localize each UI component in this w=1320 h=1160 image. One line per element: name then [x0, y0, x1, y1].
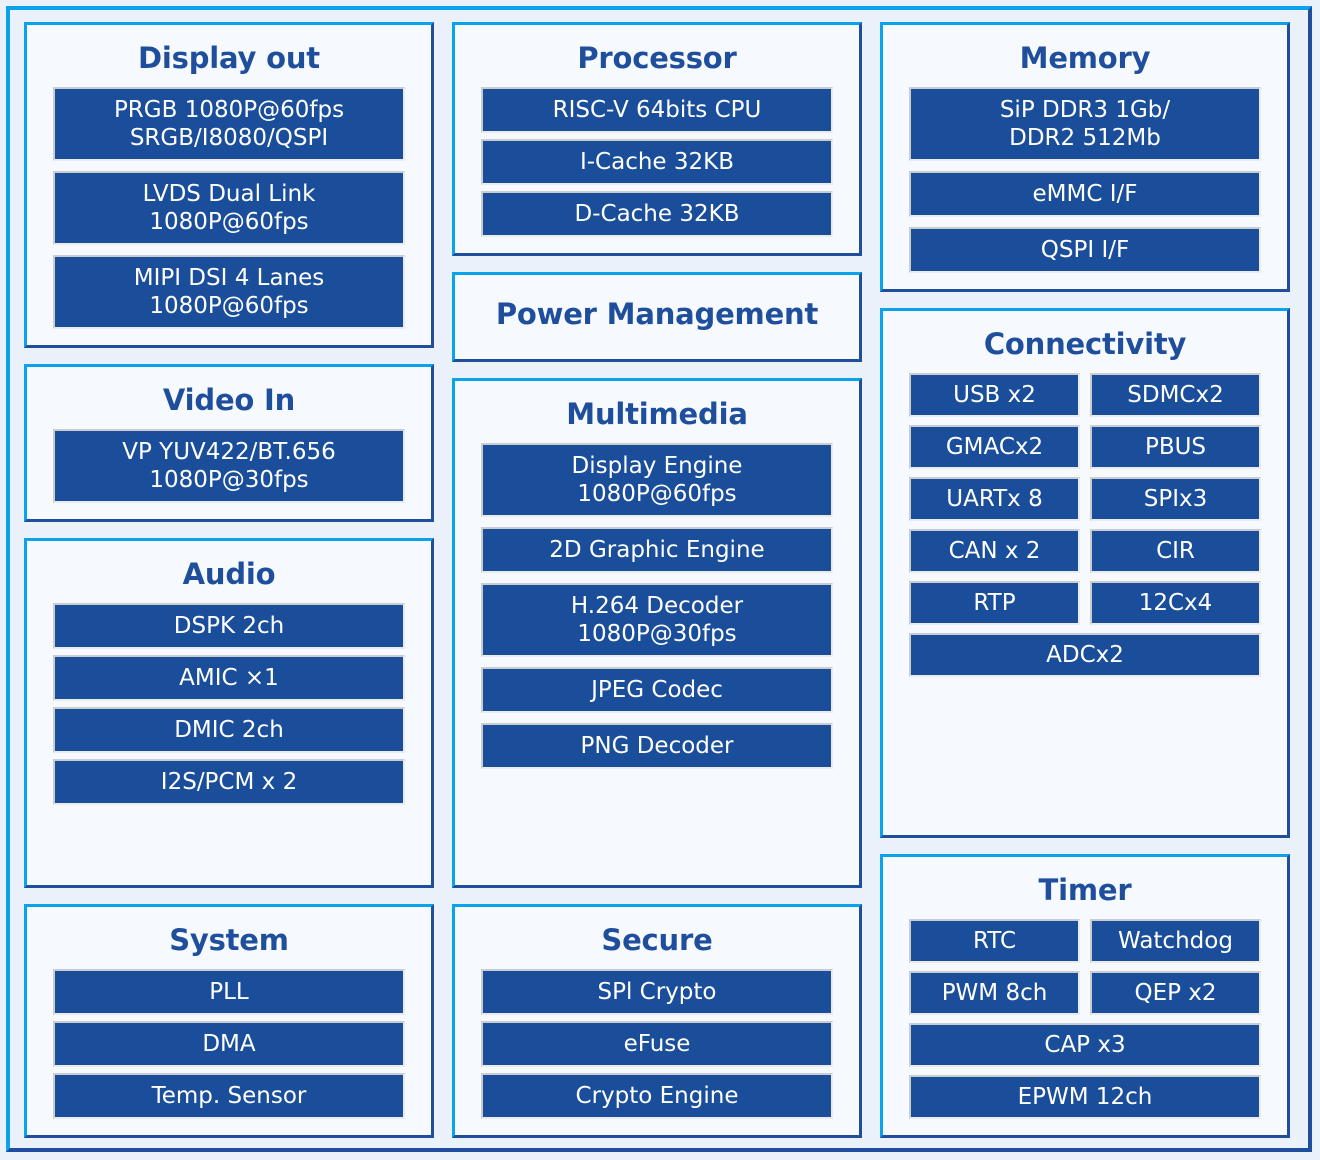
panel-display-out: Display out PRGB 1080P@60fps SRGB/I8080/…	[24, 22, 434, 349]
block-emmc-if[interactable]: eMMC I/F	[909, 170, 1261, 218]
block-epwm[interactable]: EPWM 12ch	[909, 1074, 1261, 1119]
block-d-cache[interactable]: D-Cache 32KB	[481, 190, 833, 238]
block-risc-v-cpu[interactable]: RISC-V 64bits CPU	[481, 86, 833, 133]
block-watchdog[interactable]: Watchdog	[1090, 918, 1261, 963]
block-dmic[interactable]: DMIC 2ch	[53, 707, 405, 754]
block-usb[interactable]: USB x2	[909, 372, 1080, 418]
block-sdmc[interactable]: SDMCx2	[1090, 372, 1261, 418]
block-pll[interactable]: PLL	[53, 968, 405, 1015]
panel-connectivity: Connectivity USB x2 SDMCx2 GMACx2 PBUS U…	[880, 308, 1290, 838]
block-png-decoder[interactable]: PNG Decoder	[481, 723, 833, 770]
panel-secure: Secure SPl Crypto eFuse Crypto Engine	[452, 903, 862, 1138]
block-rtc[interactable]: RTC	[909, 918, 1080, 963]
panel-system: System PLL DMA Temp. Sensor	[24, 903, 434, 1138]
block-i2c[interactable]: 12Cx4	[1090, 581, 1261, 626]
panel-title-audio: Audio	[182, 557, 276, 592]
block-crypto-engine[interactable]: Crypto Engine	[481, 1072, 833, 1119]
block-rtp[interactable]: RTP	[909, 581, 1080, 626]
column-right: Memory SiP DDR3 1Gb/ DDR2 512Mb eMMC I/F…	[880, 22, 1290, 1138]
block-h264-decoder[interactable]: H.264 Decoder 1080P@30fps	[481, 582, 833, 658]
column-middle: Processor RISC-V 64bits CPU I-Cache 32KB…	[452, 22, 862, 1138]
block-efuse[interactable]: eFuse	[481, 1020, 833, 1067]
block-i2s-pcm[interactable]: I2S/PCM x 2	[53, 759, 405, 806]
panel-title-connectivity: Connectivity	[983, 327, 1187, 362]
block-spl-crypto[interactable]: SPl Crypto	[481, 968, 833, 1015]
block-list-display-out: PRGB 1080P@60fps SRGB/I8080/QSPI LVDS Du…	[53, 86, 405, 330]
block-pwm[interactable]: PWM 8ch	[909, 970, 1080, 1015]
block-grid-timer: RTC Watchdog PWM 8ch QEP x2 CAP x3 EPWM …	[909, 918, 1261, 1119]
block-vp-yuv422[interactable]: VP YUV422/BT.656 1080P@30fps	[53, 429, 405, 504]
panel-title-video-in: Video In	[162, 383, 296, 418]
block-cir[interactable]: CIR	[1090, 529, 1261, 574]
block-prgb[interactable]: PRGB 1080P@60fps SRGB/I8080/QSPI	[53, 86, 405, 161]
panel-title-system: System	[169, 922, 289, 957]
block-list-audio: DSPK 2ch AMIC ×1 DMIC 2ch I2S/PCM x 2	[53, 603, 405, 806]
panel-memory: Memory SiP DDR3 1Gb/ DDR2 512Mb eMMC I/F…	[880, 22, 1290, 293]
panel-video-in: Video In VP YUV422/BT.656 1080P@30fps	[24, 364, 434, 523]
panel-title-memory: Memory	[1019, 41, 1151, 75]
column-left: Display out PRGB 1080P@60fps SRGB/I8080/…	[24, 22, 434, 1138]
panel-power-management: Power Management	[452, 272, 862, 362]
block-sip-ddr3[interactable]: SiP DDR3 1Gb/ DDR2 512Mb	[909, 86, 1261, 161]
panel-title-secure: Secure	[601, 922, 713, 957]
block-qep[interactable]: QEP x2	[1090, 970, 1261, 1015]
block-pbus[interactable]: PBUS	[1090, 425, 1261, 470]
block-grid-connectivity: USB x2 SDMCx2 GMACx2 PBUS UARTx 8 SPIx3 …	[909, 372, 1261, 678]
block-lvds[interactable]: LVDS Dual Link 1080P@60fps	[53, 170, 405, 246]
block-list-video-in: VP YUV422/BT.656 1080P@30fps	[53, 429, 405, 504]
block-gmac[interactable]: GMACx2	[909, 425, 1080, 470]
panel-audio: Audio DSPK 2ch AMIC ×1 DMIC 2ch I2S/PCM …	[24, 538, 434, 888]
panel-title-multimedia: Multimedia	[566, 396, 748, 431]
block-dspk[interactable]: DSPK 2ch	[53, 603, 405, 650]
block-cap[interactable]: CAP x3	[909, 1022, 1261, 1067]
block-2d-graphic-engine[interactable]: 2D Graphic Engine	[481, 526, 833, 573]
block-display-engine[interactable]: Display Engine 1080P@60fps	[481, 442, 833, 517]
block-mipi-dsi[interactable]: MIPI DSI 4 Lanes 1080P@60fps	[53, 255, 405, 330]
block-can[interactable]: CAN x 2	[909, 529, 1080, 574]
block-list-secure: SPl Crypto eFuse Crypto Engine	[481, 968, 833, 1119]
panel-processor: Processor RISC-V 64bits CPU I-Cache 32KB…	[452, 22, 862, 257]
panel-title-display-out: Display out	[138, 41, 320, 75]
panel-multimedia: Multimedia Display Engine 1080P@60fps 2D…	[452, 377, 862, 888]
block-spi[interactable]: SPIx3	[1090, 477, 1261, 522]
block-list-system: PLL DMA Temp. Sensor	[53, 968, 405, 1119]
block-jpeg-codec[interactable]: JPEG Codec	[481, 667, 833, 714]
block-list-memory: SiP DDR3 1Gb/ DDR2 512Mb eMMC I/F QSPI I…	[909, 86, 1261, 274]
block-uart[interactable]: UARTx 8	[909, 477, 1080, 522]
block-list-multimedia: Display Engine 1080P@60fps 2D Graphic En…	[481, 442, 833, 770]
panel-title-power-management: Power Management	[495, 297, 819, 332]
block-i-cache[interactable]: I-Cache 32KB	[481, 138, 833, 185]
block-qspi-if[interactable]: QSPI I/F	[909, 227, 1261, 274]
block-dma[interactable]: DMA	[53, 1020, 405, 1067]
block-temp-sensor[interactable]: Temp. Sensor	[53, 1072, 405, 1119]
panel-title-timer: Timer	[1038, 872, 1132, 907]
block-adc[interactable]: ADCx2	[909, 633, 1261, 678]
panel-timer: Timer RTC Watchdog PWM 8ch QEP x2 CAP x3…	[880, 853, 1290, 1138]
block-list-processor: RISC-V 64bits CPU I-Cache 32KB D-Cache 3…	[481, 86, 833, 238]
block-amic[interactable]: AMIC ×1	[53, 655, 405, 702]
panel-title-processor: Processor	[577, 41, 737, 75]
